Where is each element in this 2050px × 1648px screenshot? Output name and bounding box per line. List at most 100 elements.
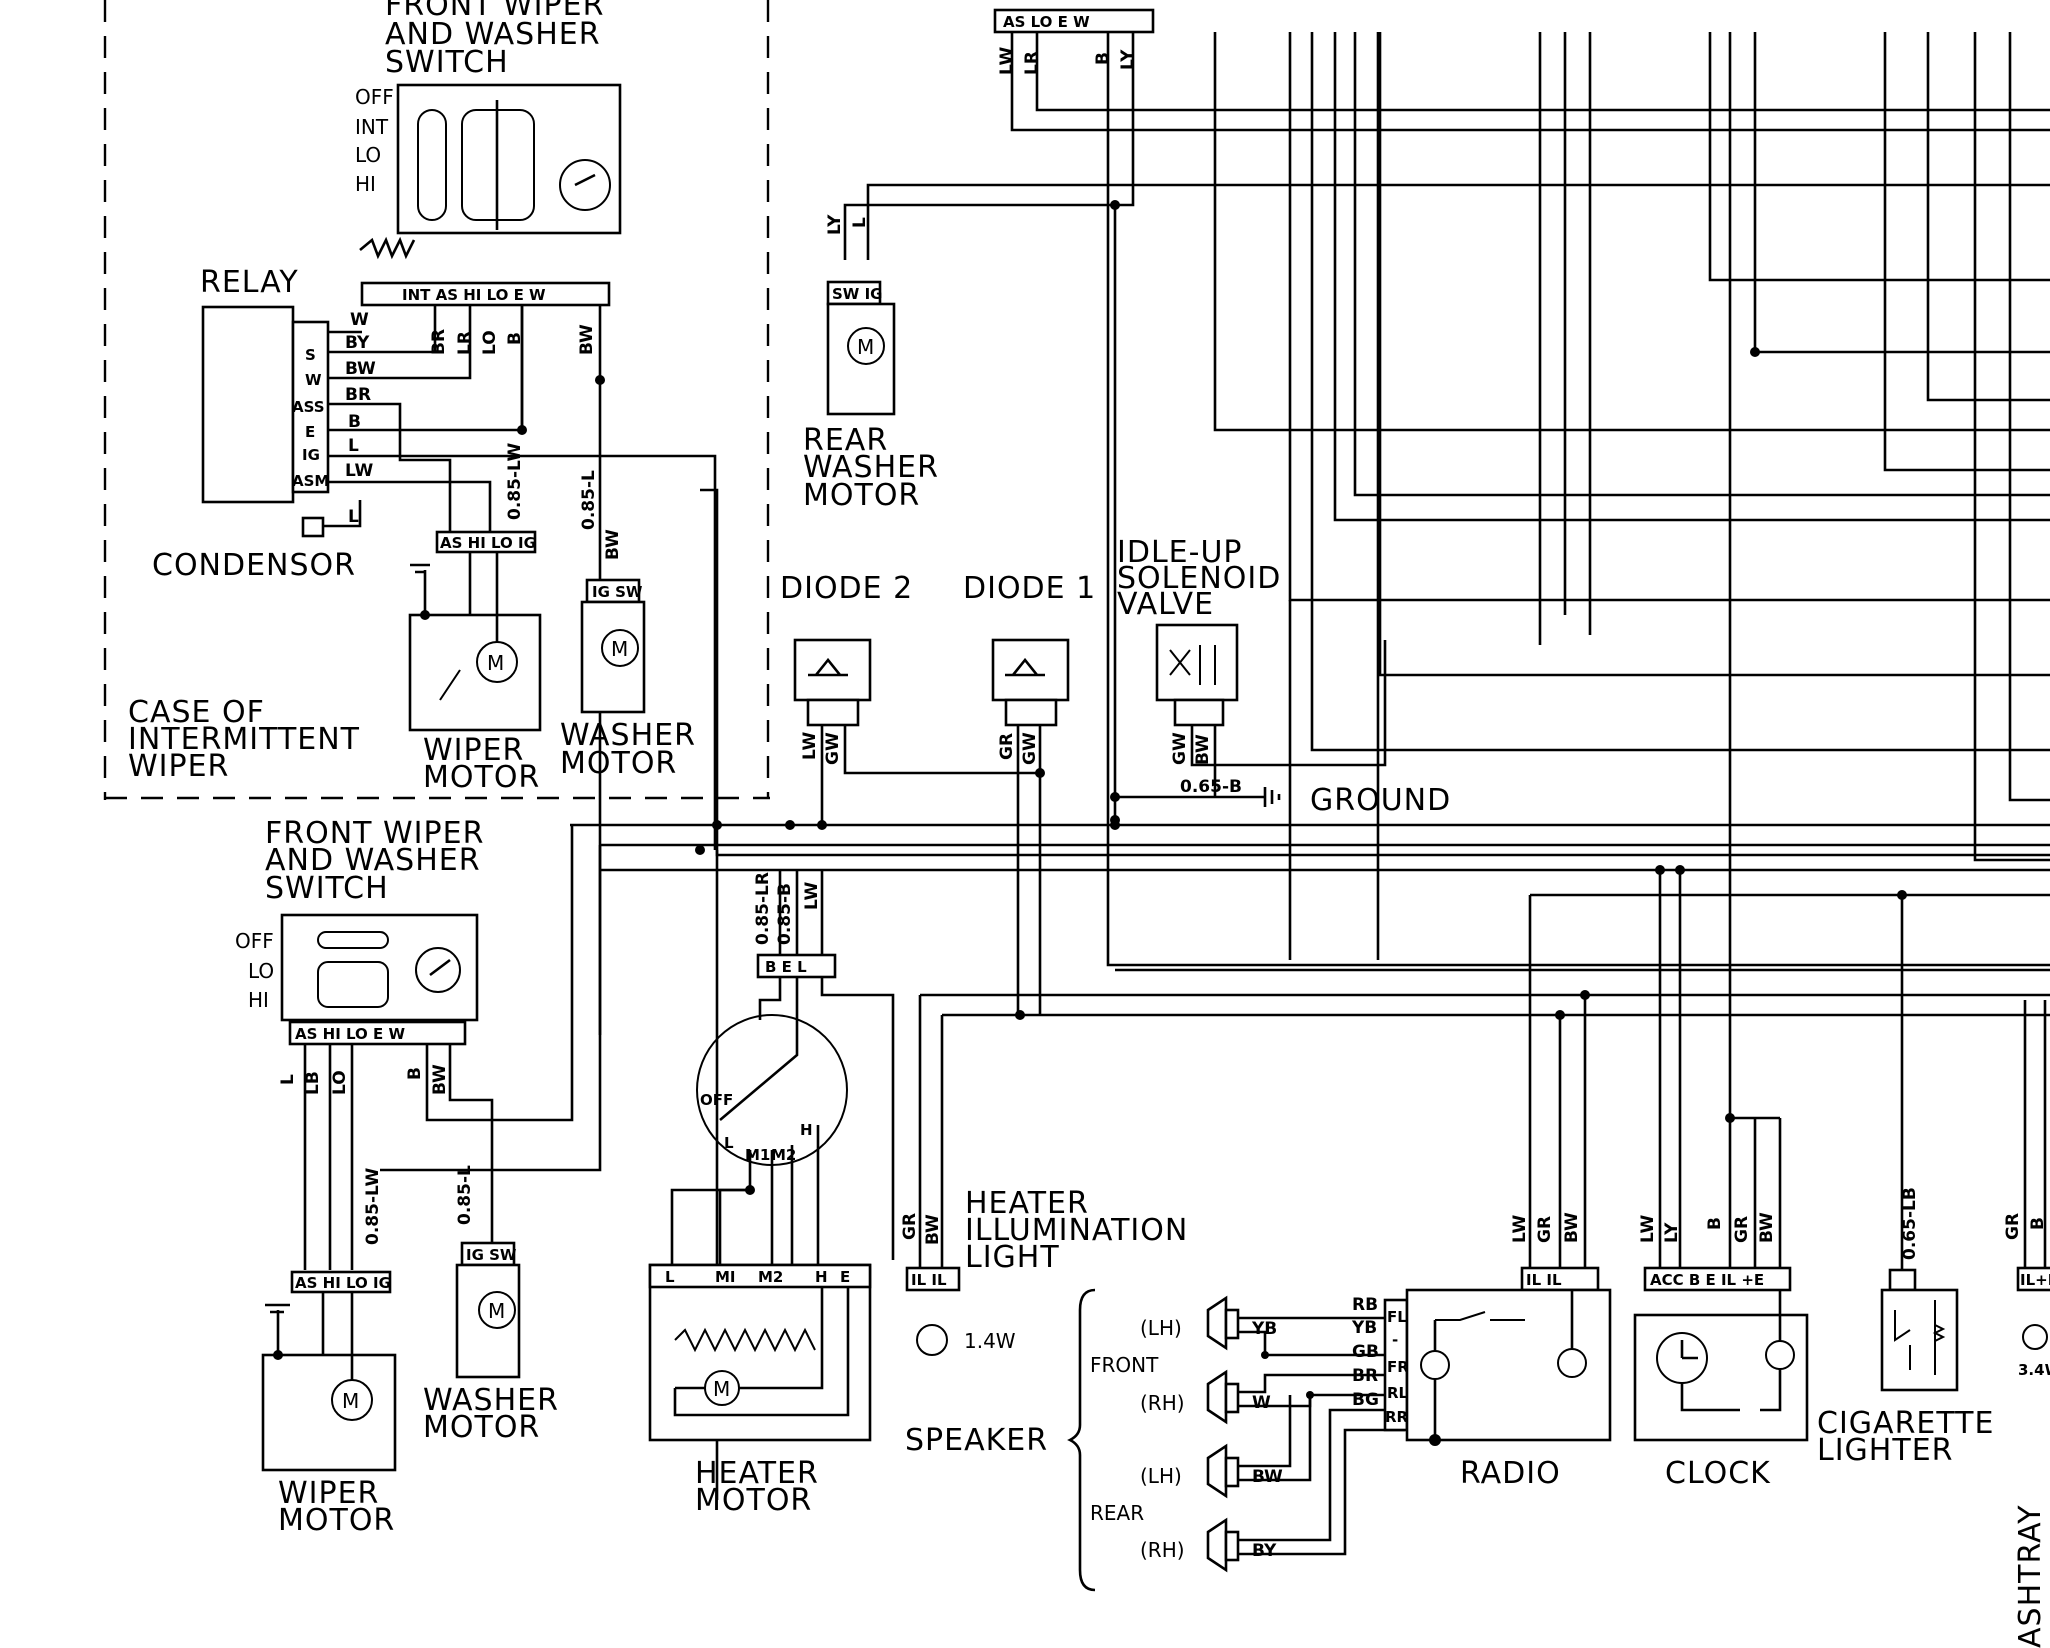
spk-right-br: BR — [1352, 1366, 1378, 1386]
wm-top-pins: AS HI LO IG — [440, 534, 536, 552]
sw-bot-wire-b: B — [405, 1067, 425, 1080]
rear-washer-label3: MOTOR — [803, 478, 920, 513]
fws-top-line1: FRONT WIPER — [385, 0, 604, 23]
heater-motor: L MI M2 H E M HEATER MOTOR — [648, 1263, 872, 1518]
heater-switch: 0.85-LR 0.85-B LW B E L OFF L M1 M2 H — [670, 870, 895, 1265]
sw-bot-wire-lo: LO — [330, 1070, 350, 1095]
front-label: FRONT — [1090, 1353, 1159, 1377]
hm-pin-l: L — [665, 1268, 675, 1286]
bar-wire-lo: LO — [480, 330, 500, 355]
sw-bot-wire-lb: LB — [303, 1071, 323, 1095]
relay-wire-br: BR — [345, 385, 371, 405]
svg-text:M: M — [611, 637, 628, 661]
clock-label: CLOCK — [1665, 1456, 1771, 1491]
speaker-label: SPEAKER — [905, 1423, 1048, 1458]
washer-top-pins: IG SW — [592, 583, 643, 601]
svg-text:M: M — [342, 1389, 359, 1413]
heater-pos-m1: M1 — [745, 1146, 770, 1164]
hm-pin-mi: MI — [715, 1268, 736, 1286]
washer-bot-pins: IG SW — [466, 1246, 517, 1264]
sw-pos-int: INT — [355, 115, 389, 139]
relay-wire-b: B — [348, 412, 361, 432]
wm-bot-label1: WIPER — [278, 1476, 379, 1511]
clock-pins: ACC B E IL +E — [1650, 1271, 1764, 1289]
relay-pin-asm: ASM — [292, 472, 329, 490]
relay-connector-bar: INT AS HI LO E W — [359, 236, 611, 307]
svg-text:M: M — [488, 1299, 505, 1323]
case-of-3: WIPER — [128, 749, 229, 784]
relay-wire-l2: L — [348, 507, 359, 527]
radio-label: RADIO — [1460, 1456, 1561, 1491]
heater-bel-pins: B E L — [765, 958, 807, 976]
ash-wire-b: B — [2028, 1217, 2048, 1230]
ashtray: GR B IL+E 3.4W ASHTRAY — [2003, 1000, 2050, 1648]
clock-wire-ly: LY — [1662, 1222, 1682, 1243]
washer-motor-bottom: 0.85-L IG SW M WASHER MOTOR — [423, 1165, 559, 1445]
sw-bot-hi: HI — [248, 988, 269, 1012]
relay-wire-by: BY — [345, 333, 370, 353]
heater-pos-off: OFF — [700, 1091, 733, 1109]
wiper-motor-top: AS HI LO IG 0.85-LW M WIPER MOTOR — [408, 442, 542, 795]
diode-1: DIODE 1 GR GW — [963, 571, 1095, 765]
ground-wire: 0.65-B — [1180, 777, 1242, 797]
clock-wire-gr: GR — [1732, 1216, 1752, 1243]
washer-bot-wire: 0.85-L — [455, 1165, 475, 1225]
cigarette-lighter: 0.65-LB CIGARETTE LIGHTER — [1817, 895, 1993, 1468]
wm-bot-wire: 0.85-LW — [363, 1167, 383, 1245]
top-wire-b: B — [1093, 52, 1113, 65]
fws-top-line3: SWITCH — [385, 45, 509, 80]
rear-wire-ly: LY — [825, 214, 845, 235]
sw-bot-pins: AS HI LO E W — [295, 1025, 405, 1043]
spk-rl-wire: BW — [1252, 1467, 1283, 1487]
spk-pin-fr: FR — [1387, 1358, 1409, 1376]
sw-bot-lo: LO — [248, 959, 274, 983]
spk-pin-minus: - — [1392, 1331, 1398, 1349]
cig-wire: 0.65-LB — [1900, 1187, 1920, 1260]
top-wire-lw: LW — [997, 46, 1017, 75]
clock-wire-bw: BW — [1757, 1212, 1777, 1243]
diode1-wire-gw: GW — [1020, 732, 1040, 765]
relay-pin-e: E — [305, 423, 315, 441]
svg-text:M: M — [487, 651, 504, 675]
spk-pin-rl: RL — [1387, 1384, 1409, 1402]
rear-washer-label1: REAR — [803, 423, 888, 458]
wm-bot-pins: AS HI LO IG — [295, 1274, 391, 1292]
case-of-2: INTERMITTENT — [128, 722, 360, 757]
washer-top-wire2: BW — [603, 529, 623, 560]
illum-wire-bw: BW — [923, 1214, 943, 1245]
idle-wire-bw: BW — [1193, 734, 1213, 765]
hm-pin-h: H — [815, 1268, 828, 1286]
bar-wire-lr: LR — [455, 331, 475, 355]
rear-rh: (RH) — [1140, 1538, 1185, 1562]
rear-washer-label2: WASHER — [803, 450, 939, 485]
washer-bot-label1: WASHER — [423, 1383, 559, 1418]
ground-label: GROUND — [1310, 783, 1451, 818]
washer-motor-top: 0.85-L BW IG SW M WASHER MOTOR — [560, 470, 696, 781]
diode2-wire-lw: LW — [800, 731, 820, 760]
illum-wire-gr: GR — [900, 1213, 920, 1240]
fws-bot-line2: AND WASHER — [265, 843, 481, 878]
bar-wire-b: B — [505, 332, 525, 345]
wm-bot-label2: MOTOR — [278, 1503, 395, 1538]
top-wire-lr: LR — [1022, 51, 1042, 75]
sw-bot-wire-bw: BW — [430, 1064, 450, 1095]
idle-up-1: IDLE-UP — [1117, 535, 1243, 570]
spk-fl-wire: YB — [1251, 1319, 1277, 1339]
wm-top-label2: MOTOR — [423, 760, 540, 795]
diode-2: DIODE 2 LW GW — [780, 571, 912, 765]
top-right-connector: AS LO E W LW LR B LY — [993, 8, 1155, 75]
relay-wire-lw: LW — [345, 461, 374, 481]
relay-wire-bw: BW — [345, 359, 376, 379]
heater-wire-lr: 0.85-LR — [753, 872, 773, 945]
sw-bot-wire-l: L — [278, 1074, 298, 1085]
washer-top-label1: WASHER — [560, 718, 696, 753]
spk-fr-wire: W — [1252, 1393, 1271, 1413]
spk-rr-wire: BY — [1252, 1541, 1277, 1561]
case-of-1: CASE OF — [128, 695, 265, 730]
spk-right-rb: RB — [1352, 1295, 1378, 1315]
rear-washer-pins: SW IG — [832, 285, 882, 303]
radio-pins: IL IL — [1526, 1271, 1562, 1289]
washer-top-label2: MOTOR — [560, 746, 677, 781]
rear-label: REAR — [1090, 1501, 1144, 1525]
